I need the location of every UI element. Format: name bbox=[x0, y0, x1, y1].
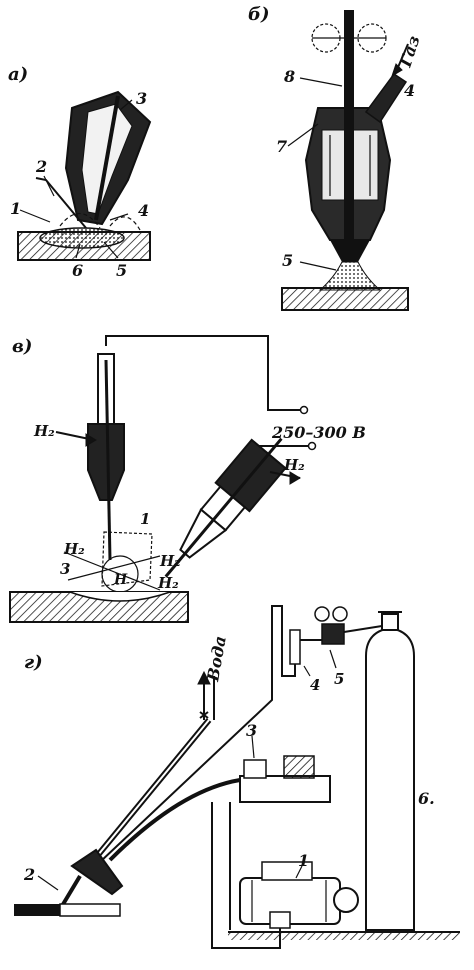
panel-b-callout-8: 8 bbox=[283, 67, 295, 86]
panel-g-water-label: Вода bbox=[203, 634, 230, 683]
panel-g-callout-6: 6. bbox=[418, 789, 435, 808]
panel-a-weld-pool bbox=[39, 227, 125, 249]
panel-b-gas-label: Газ bbox=[395, 33, 423, 70]
panel-v-voltage-label: 250–300 В bbox=[271, 423, 366, 442]
panel-a-leader-6 bbox=[75, 243, 81, 259]
panel-g-water-arrow-icon bbox=[197, 670, 211, 685]
panel-v-h2-label-1: H₂ bbox=[33, 422, 55, 440]
panel-b-inner-rod bbox=[344, 108, 354, 248]
panel-g-gauge-2-icon bbox=[332, 606, 348, 622]
panel-v-terminal-upper bbox=[299, 405, 309, 415]
panel-a-callout-3: 3 bbox=[136, 89, 147, 108]
panel-v-center-label: H bbox=[113, 572, 128, 588]
panel-g: г) 6. 5 4 Вода bbox=[14, 605, 460, 949]
panel-g-control-unit bbox=[239, 775, 331, 803]
panel-a-leader-3 bbox=[119, 99, 133, 111]
panel-b-leader-8 bbox=[299, 77, 343, 87]
panel-g-reducer-pipe bbox=[343, 625, 383, 633]
panel-a-electrode bbox=[94, 95, 120, 221]
panel-a-callout-4: 4 bbox=[138, 201, 149, 220]
panel-g-control-block-1 bbox=[243, 759, 267, 779]
panel-v-ray-1 bbox=[63, 551, 161, 591]
panel-v-callout-3: 3 bbox=[60, 560, 70, 578]
panel-a: а) 1 2 3 4 5 6 bbox=[8, 64, 152, 280]
panel-b-leader-7 bbox=[287, 123, 319, 147]
panel-v-callout-1: 1 bbox=[140, 510, 150, 528]
panel-b-nozzle bbox=[330, 240, 370, 262]
panel-g-leader-2 bbox=[37, 875, 59, 891]
panel-g-generator-top bbox=[261, 861, 313, 881]
panel-g-control-block-2 bbox=[283, 755, 315, 779]
panel-b-arc-flame bbox=[318, 261, 382, 291]
panel-b-leader-5 bbox=[299, 261, 337, 271]
panel-a-callout-6: 6 bbox=[72, 261, 83, 280]
panel-g-leader-5 bbox=[329, 649, 337, 669]
panel-g-floor-hatch bbox=[228, 932, 460, 940]
panel-g-cylinder-valve bbox=[381, 613, 399, 631]
panel-a-leader-4 bbox=[109, 213, 129, 221]
panel-g-callout-5: 5 bbox=[334, 670, 344, 688]
panel-g-torch-handle bbox=[70, 848, 124, 896]
panel-g-leader-4 bbox=[303, 665, 311, 677]
panel-b-title: б) bbox=[248, 4, 270, 25]
panel-v-h2-arrowhead-right bbox=[289, 471, 301, 485]
panel-a-callout-5: 5 bbox=[116, 261, 127, 280]
panel-g-return-wire bbox=[211, 802, 281, 949]
panel-g-workpiece-plate bbox=[59, 903, 121, 917]
panel-v-flame-zone bbox=[101, 531, 153, 587]
panel-g-callout-4: 4 bbox=[310, 676, 320, 694]
panel-a-leader-5 bbox=[103, 241, 119, 259]
panel-b-callout-7: 7 bbox=[276, 137, 287, 156]
panel-v-terminal-lower bbox=[307, 441, 317, 451]
panel-v-h2-arrowhead-left bbox=[85, 433, 97, 447]
panel-g-gauge-1-icon bbox=[314, 606, 330, 622]
panel-b-base-metal bbox=[281, 287, 409, 311]
panel-v-electrode-right bbox=[164, 437, 283, 578]
panel-v-ray-2 bbox=[67, 555, 161, 581]
panel-g-title: г) bbox=[24, 652, 43, 673]
panel-a-gas-flow-right bbox=[109, 216, 141, 231]
panel-b-gas-arrowhead bbox=[391, 63, 403, 78]
panel-g-power-cable bbox=[108, 778, 241, 862]
panel-g-callout-1: 1 bbox=[298, 851, 309, 870]
panel-b-callout-4: 4 bbox=[404, 81, 415, 100]
panel-v: в) 250–300 В H₂ H₂ H₂ bbox=[9, 335, 366, 623]
panel-v-h2-label-3: H₂ bbox=[63, 540, 85, 558]
panel-a-title: а) bbox=[8, 64, 28, 85]
panel-a-callout-2: 2 bbox=[35, 157, 47, 176]
panel-v-holder-right bbox=[164, 437, 287, 578]
panel-g-generator-terminal bbox=[269, 911, 291, 929]
panel-g-leader-3 bbox=[251, 735, 255, 759]
panel-a-callout-1: 1 bbox=[10, 199, 21, 218]
panel-a-leader-1 bbox=[19, 209, 51, 223]
panel-g-flowmeter bbox=[289, 629, 301, 665]
panel-g-gas-cylinder bbox=[365, 626, 415, 931]
panel-b-callout-5: 5 bbox=[282, 251, 293, 270]
panel-v-holder-left-body bbox=[87, 423, 125, 501]
panel-g-gas-hose bbox=[99, 605, 296, 863]
panel-g-water-valve-x bbox=[199, 711, 209, 719]
panel-a-gas-flow bbox=[59, 212, 101, 229]
panel-v-wire-upper bbox=[105, 335, 304, 411]
panel-a-leader-2 bbox=[43, 175, 55, 197]
panel-g-torch-nozzle bbox=[60, 874, 82, 908]
panel-v-h2-label-4: H₂ bbox=[159, 552, 181, 570]
panel-g-callout-2: 2 bbox=[23, 865, 35, 884]
panel-g-callout-3: 3 bbox=[246, 721, 257, 740]
panel-v-weld-bead bbox=[69, 591, 171, 602]
panel-g-torch-hose-core bbox=[83, 719, 210, 873]
panel-v-h2-label-2: H₂ bbox=[283, 456, 305, 474]
panel-g-reducer bbox=[321, 623, 345, 645]
panel-g-generator-shaft-icon bbox=[333, 887, 359, 913]
panel-b-gas-inlet-tube bbox=[364, 72, 408, 124]
panel-b: б) 8 7 5 4 Газ bbox=[248, 4, 424, 311]
panel-g-leader-1 bbox=[295, 865, 303, 879]
panel-v-electrode-left bbox=[104, 359, 112, 561]
panel-v-h2-label-5: H₂ bbox=[157, 574, 179, 592]
panel-v-title: в) bbox=[12, 336, 32, 357]
